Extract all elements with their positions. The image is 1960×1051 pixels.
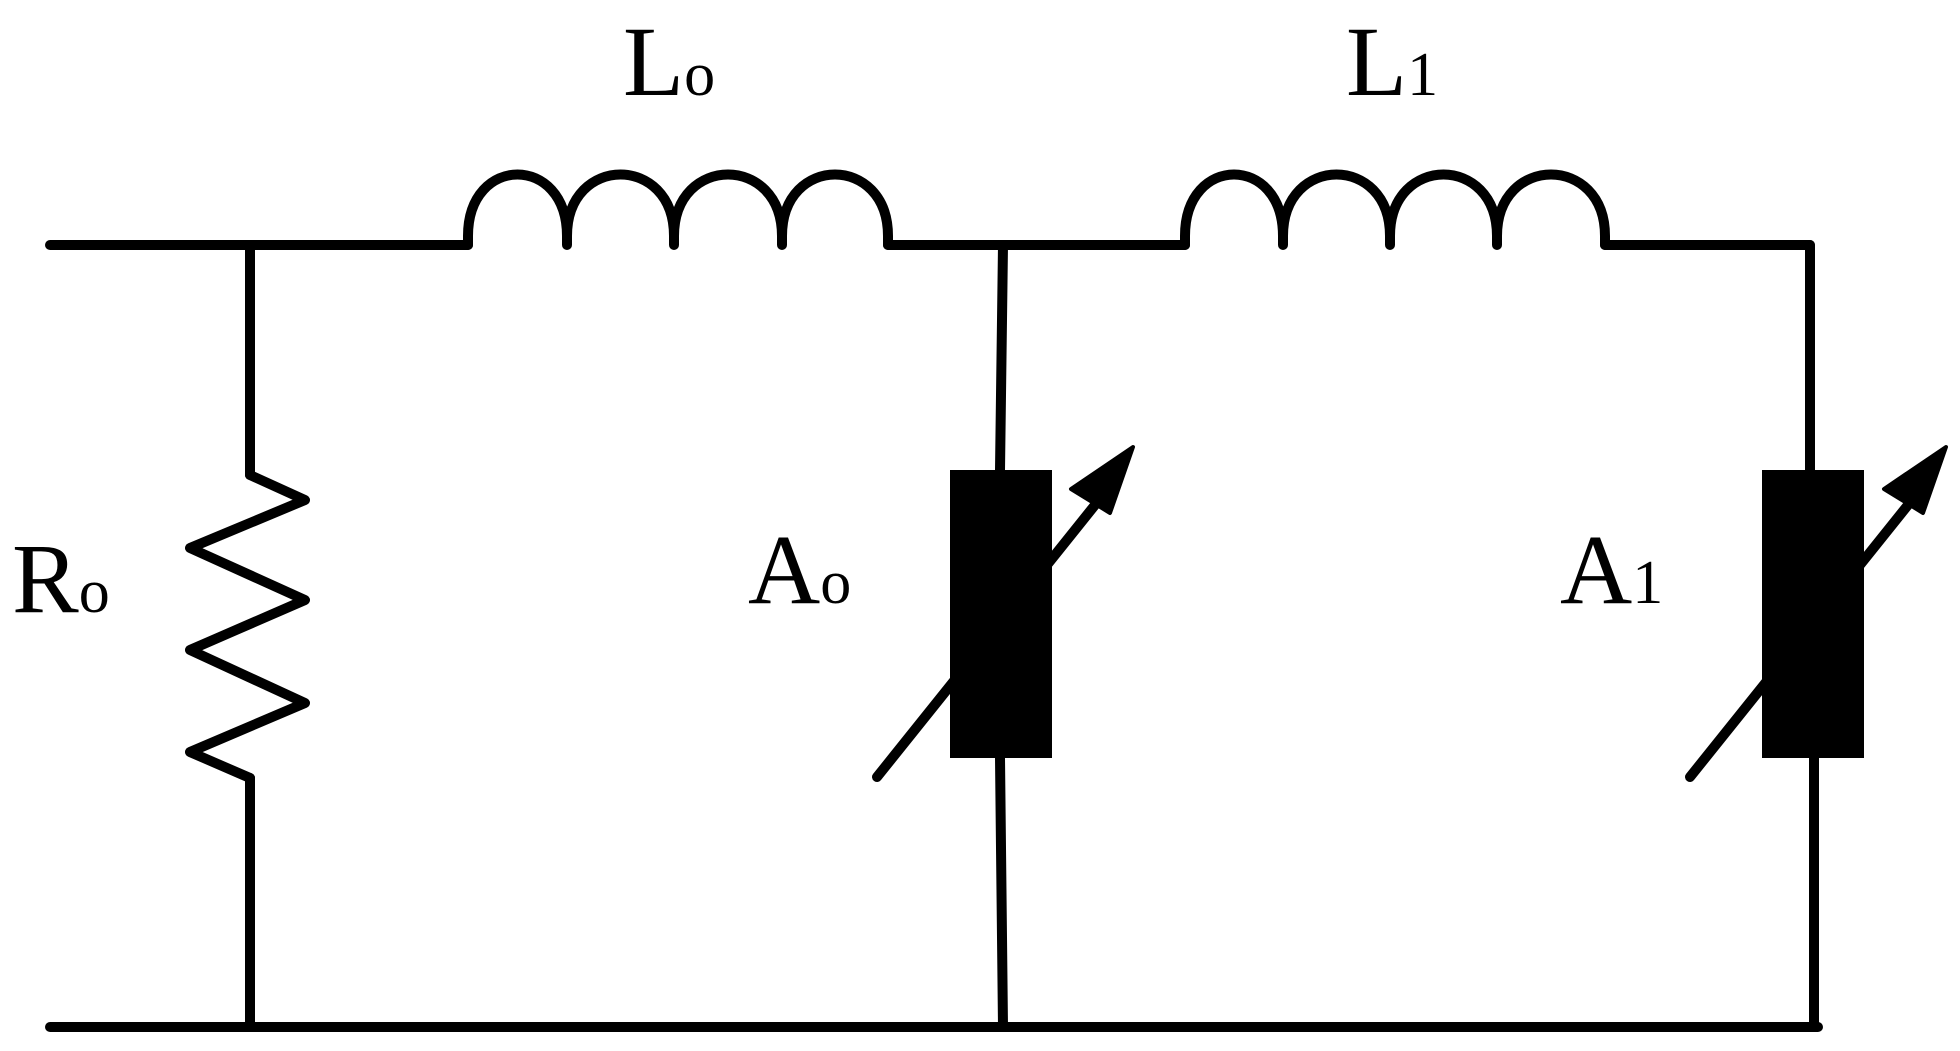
variable-element-icon: [1762, 470, 1864, 758]
resistor-r0: [185, 240, 310, 1032]
variable-element-icon: [950, 470, 1052, 758]
resistor-icon: [185, 470, 310, 783]
variable-element-a1: [1685, 240, 1948, 1032]
label-a1-main: A: [1560, 514, 1632, 625]
label-l0-sub: o: [684, 41, 715, 109]
label-a0-sub: o: [820, 549, 851, 617]
label-l0-main: L: [623, 6, 684, 117]
variable-element-a0: [872, 240, 1135, 1032]
label-r0-main: R: [12, 523, 79, 634]
a0-bottom-lead: [995, 753, 1008, 1032]
a0-top-lead: [995, 240, 1008, 475]
label-a1-sub: 1: [1632, 549, 1663, 617]
label-a0: Ao: [748, 514, 851, 625]
label-a1: A1: [1560, 514, 1663, 625]
inductor-icon: [1180, 169, 1610, 250]
inductor-icon: [463, 169, 893, 250]
a0-arrow-shaft: [872, 500, 1100, 782]
label-l0: Lo: [623, 6, 715, 117]
label-a0-main: A: [748, 514, 820, 625]
label-l1-sub: 1: [1407, 41, 1438, 109]
a0-arrow-head: [1069, 445, 1135, 515]
label-l1-main: L: [1346, 6, 1407, 117]
a1-arrow-shaft: [1685, 500, 1913, 782]
label-r0-sub: o: [79, 558, 110, 626]
label-r0: Ro: [12, 523, 110, 634]
a1-arrow-head: [1882, 445, 1948, 515]
label-l1: L1: [1346, 6, 1438, 117]
